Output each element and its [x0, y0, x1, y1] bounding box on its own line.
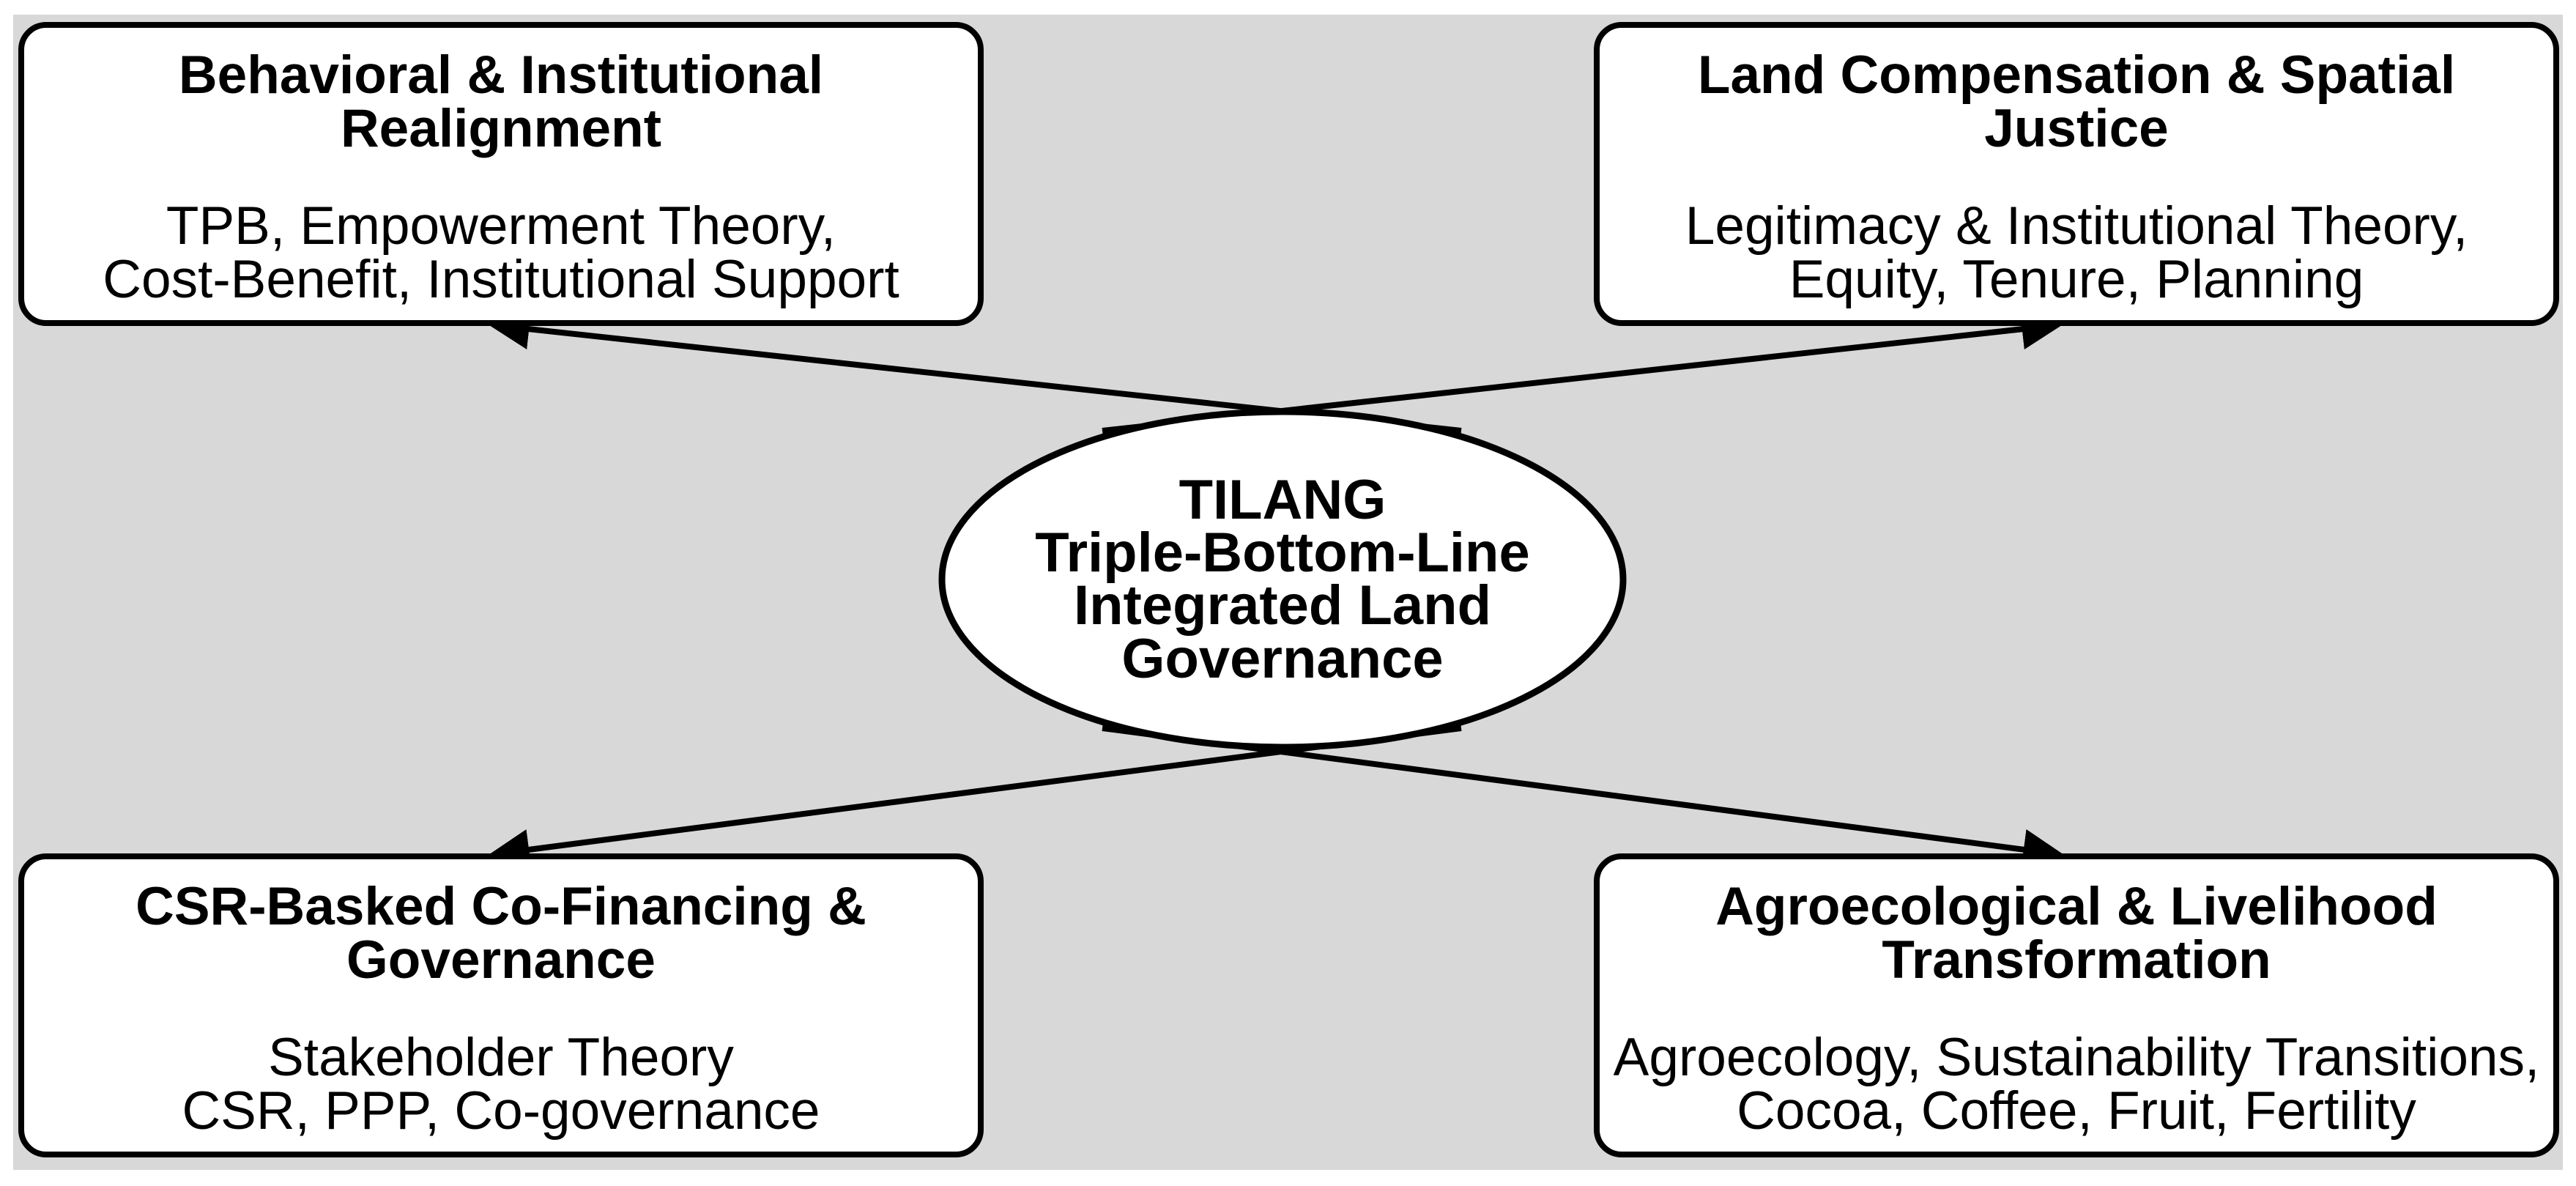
box-body-line: CSR, PPP, Co-governance: [182, 1081, 820, 1141]
box-body-line: Cocoa, Coffee, Fruit, Fertility: [1737, 1081, 2416, 1141]
box-title-line: Realignment: [340, 99, 662, 158]
box-title-line: Justice: [1984, 99, 2169, 158]
box-bottom-left: CSR-Basked Co-Financing & Governance Sta…: [18, 853, 984, 1157]
box-top-right-title: Land Compensation & Spatial Justice: [1698, 48, 2455, 155]
box-bottom-left-title: CSR-Basked Co-Financing & Governance: [136, 880, 866, 987]
box-title-line: Agroecological & Livelihood: [1715, 877, 2438, 936]
box-top-right: Land Compensation & Spatial Justice Legi…: [1594, 22, 2559, 326]
box-top-right-body: Legitimacy & Institutional Theory, Equit…: [1685, 199, 2468, 306]
box-top-left-body: TPB, Empowerment Theory, Cost-Benefit, I…: [103, 199, 899, 306]
center-ellipse: [938, 408, 1627, 751]
center-label-line: Triple-Bottom-Line: [1035, 522, 1530, 585]
box-bottom-right-title: Agroecological & Livelihood Transformati…: [1715, 880, 2438, 987]
box-body-line: Stakeholder Theory: [268, 1028, 734, 1087]
box-body-line: TPB, Empowerment Theory,: [166, 196, 836, 256]
center-label-line: Integrated Land: [1073, 574, 1492, 637]
center-label-line: Governance: [1121, 627, 1444, 690]
box-body-line: Agroecology, Sustainability Transitions,: [1613, 1028, 2540, 1087]
box-title-line: CSR-Basked Co-Financing &: [136, 877, 866, 936]
box-bottom-right: Agroecological & Livelihood Transformati…: [1594, 853, 2559, 1157]
box-title-line: Behavioral & Institutional: [178, 45, 824, 105]
box-body-line: Legitimacy & Institutional Theory,: [1685, 196, 2468, 256]
box-body-line: Cost-Benefit, Institutional Support: [103, 250, 899, 309]
center-label-line: TILANG: [1178, 469, 1387, 531]
box-bottom-left-body: Stakeholder Theory CSR, PPP, Co-governan…: [182, 1031, 820, 1138]
box-title-line: Governance: [346, 930, 656, 990]
box-title-line: Land Compensation & Spatial: [1697, 45, 2456, 105]
box-bottom-right-body: Agroecology, Sustainability Transitions,…: [1614, 1031, 2540, 1138]
box-body-line: Equity, Tenure, Planning: [1789, 250, 2364, 309]
center-ellipse-label: TILANG Triple-Bottom-Line Integrated Lan…: [953, 469, 1612, 690]
box-top-left-title: Behavioral & Institutional Realignment: [179, 48, 823, 155]
box-title-line: Transformation: [1882, 930, 2271, 990]
box-top-left: Behavioral & Institutional Realignment T…: [18, 22, 984, 326]
